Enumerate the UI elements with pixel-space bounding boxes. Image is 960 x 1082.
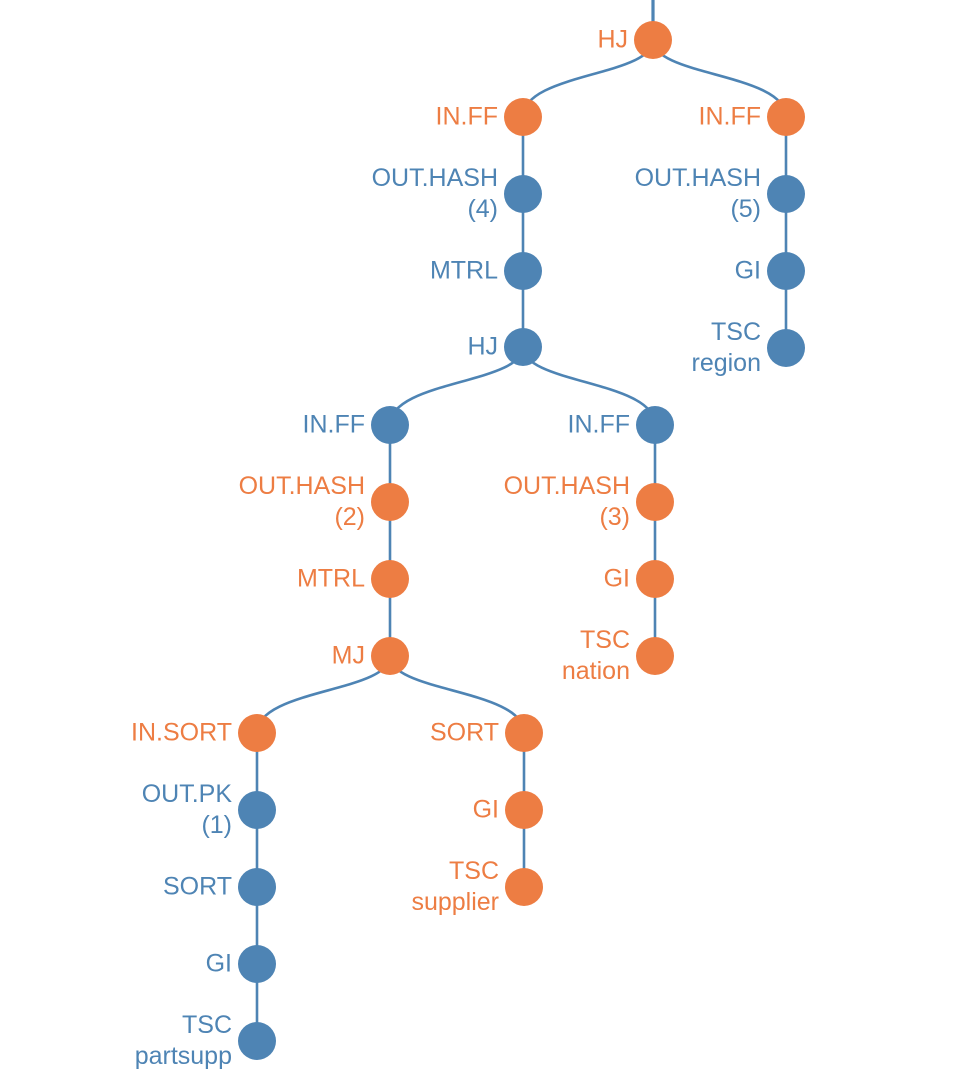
node-label-hj_mid: HJ	[467, 332, 498, 363]
node-label-gi_nation: GI	[604, 564, 630, 595]
plan-node-gi_supplier[interactable]	[505, 791, 543, 829]
node-label-inff_l1: IN.FF	[436, 102, 499, 133]
plan-node-outhash2[interactable]	[371, 483, 409, 521]
node-label-outhash5: OUT.HASH (5)	[635, 163, 761, 225]
plan-node-gi_region[interactable]	[767, 252, 805, 290]
node-label-line: (5)	[730, 195, 761, 223]
node-label-line: TSC	[449, 857, 499, 885]
plan-node-tsc_supplier[interactable]	[505, 868, 543, 906]
node-label-line: OUT.HASH	[238, 472, 365, 500]
node-label-gi_region: GI	[735, 256, 761, 287]
node-label-line: OUT.PK	[141, 780, 232, 808]
plan-node-insort[interactable]	[238, 714, 276, 752]
node-label-mtrl_o: MTRL	[297, 564, 365, 595]
node-label-line: OUT.HASH	[503, 472, 630, 500]
node-label-mj: MJ	[332, 641, 365, 672]
node-label-line: (4)	[467, 195, 498, 223]
node-label-line: IN.FF	[698, 102, 762, 131]
plan-node-hj_root[interactable]	[634, 21, 672, 59]
node-label-line: nation	[561, 657, 630, 685]
plan-node-inff_l1[interactable]	[504, 98, 542, 136]
node-label-line: SORT	[163, 872, 232, 901]
node-label-outhash3: OUT.HASH (3)	[504, 471, 630, 533]
node-label-line: TSC	[580, 626, 630, 654]
node-label-line: GI	[205, 949, 232, 978]
node-label-outpk1: OUT.PK (1)	[142, 779, 232, 841]
plan-node-tsc_nation[interactable]	[636, 637, 674, 675]
node-label-line: HJ	[597, 25, 628, 54]
node-label-line: GI	[734, 256, 761, 285]
node-label-line: OUT.HASH	[634, 164, 761, 192]
node-label-tsc_nation: TSC nation	[562, 625, 630, 687]
node-label-inff_r2: IN.FF	[568, 410, 631, 441]
plan-node-sort_left[interactable]	[238, 868, 276, 906]
node-label-line: IN.FF	[435, 102, 499, 131]
plan-node-outpk1[interactable]	[238, 791, 276, 829]
node-label-inff_r1: IN.FF	[699, 102, 762, 133]
node-label-line: supplier	[411, 888, 499, 916]
node-label-line: OUT.HASH	[371, 164, 498, 192]
plan-node-mtrl_b[interactable]	[504, 252, 542, 290]
node-label-line: IN.SORT	[131, 718, 232, 747]
plan-edge	[255, 654, 392, 735]
node-label-line: SORT	[430, 718, 499, 747]
node-label-line: TSC	[711, 318, 761, 346]
node-label-hj_root: HJ	[597, 25, 628, 56]
node-label-line: MJ	[331, 641, 365, 670]
node-label-line: MTRL	[296, 564, 365, 593]
node-label-outhash4: OUT.HASH (4)	[372, 163, 498, 225]
plan-node-tsc_region[interactable]	[767, 329, 805, 367]
node-label-tsc_supplier: TSC supplier	[411, 856, 499, 918]
node-label-tsc_region: TSC region	[692, 317, 762, 379]
node-label-sort_left: SORT	[163, 872, 232, 903]
node-label-gi_supplier: GI	[473, 795, 499, 826]
node-label-line: GI	[603, 564, 630, 593]
plan-node-mtrl_o[interactable]	[371, 560, 409, 598]
plan-node-outhash4[interactable]	[504, 175, 542, 213]
plan-node-sort_right[interactable]	[505, 714, 543, 752]
node-label-mtrl_b: MTRL	[430, 256, 498, 287]
node-label-gi_partsupp: GI	[206, 949, 232, 980]
node-label-outhash2: OUT.HASH (2)	[239, 471, 365, 533]
node-label-line: (2)	[334, 503, 365, 531]
node-label-line: IN.FF	[302, 410, 366, 439]
node-label-sort_right: SORT	[430, 718, 499, 749]
plan-edge	[521, 38, 655, 119]
node-label-tsc_partsupp: TSC partsupp	[135, 1010, 232, 1072]
node-label-line: IN.FF	[567, 410, 631, 439]
node-label-inff_l2: IN.FF	[303, 410, 366, 441]
plan-node-gi_partsupp[interactable]	[238, 945, 276, 983]
node-label-line: MTRL	[429, 256, 498, 285]
node-label-line: region	[691, 349, 762, 377]
node-label-line: partsupp	[134, 1042, 232, 1070]
plan-edge	[388, 345, 525, 427]
plan-node-outhash5[interactable]	[767, 175, 805, 213]
node-label-line: (1)	[201, 811, 232, 839]
plan-node-mj[interactable]	[371, 637, 409, 675]
node-label-line: GI	[472, 795, 499, 824]
plan-node-outhash3[interactable]	[636, 483, 674, 521]
node-label-insort: IN.SORT	[131, 718, 232, 749]
node-label-line: TSC	[182, 1011, 232, 1039]
plan-node-inff_r2[interactable]	[636, 406, 674, 444]
plan-node-gi_nation[interactable]	[636, 560, 674, 598]
node-label-line: HJ	[467, 332, 498, 361]
plan-node-inff_r1[interactable]	[767, 98, 805, 136]
plan-node-tsc_partsupp[interactable]	[238, 1022, 276, 1060]
node-label-line: (3)	[599, 503, 630, 531]
plan-node-hj_mid[interactable]	[504, 328, 542, 366]
plan-node-inff_l2[interactable]	[371, 406, 409, 444]
